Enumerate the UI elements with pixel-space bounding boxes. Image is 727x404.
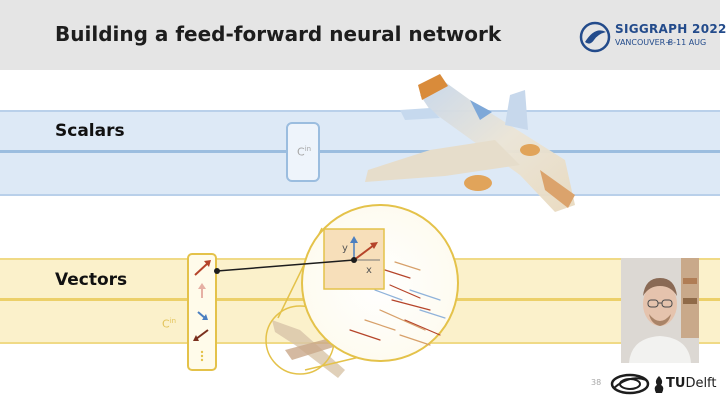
vector-channel-label: Cin [162,317,177,331]
tudelft-wordmark: TUDelft [666,376,717,391]
vectors-label: Vectors [55,270,128,290]
tudelft-flame-icon [654,376,664,393]
conference-location: VANCOUVER+ [615,38,672,47]
vector-channel-stack [187,253,217,371]
vectors-signal-line [0,298,720,301]
y-axis-label: y [342,243,348,254]
zoom-cone-lower [304,344,411,371]
y-axis-arrowhead [350,236,358,243]
cgv-logo [610,372,650,396]
speaker-video [621,258,699,363]
cgv-logo-icon [610,373,650,395]
siggraph-icon [579,21,611,53]
slide-title: Building a feed-forward neural network [55,22,502,46]
scalar-channel-label: Cin [297,145,312,159]
tudelft-logo: TUDelft [652,375,717,397]
slide-header: Building a feed-forward neural network S… [0,0,726,70]
speaker-portrait [621,258,699,363]
vector-arrowhead [370,242,378,249]
scalars-band [0,110,720,196]
scalars-signal-line [0,150,720,153]
scalar-channel-box [286,122,320,182]
conference-name: SIGGRAPH 2022 [615,22,727,36]
scalars-label: Scalars [55,121,125,141]
page-number: 38 [591,378,602,387]
conference-logo: SIGGRAPH 2022 VANCOUVER+ 8-11 AUG [578,18,726,58]
conference-dates: 8-11 AUG [668,38,707,47]
